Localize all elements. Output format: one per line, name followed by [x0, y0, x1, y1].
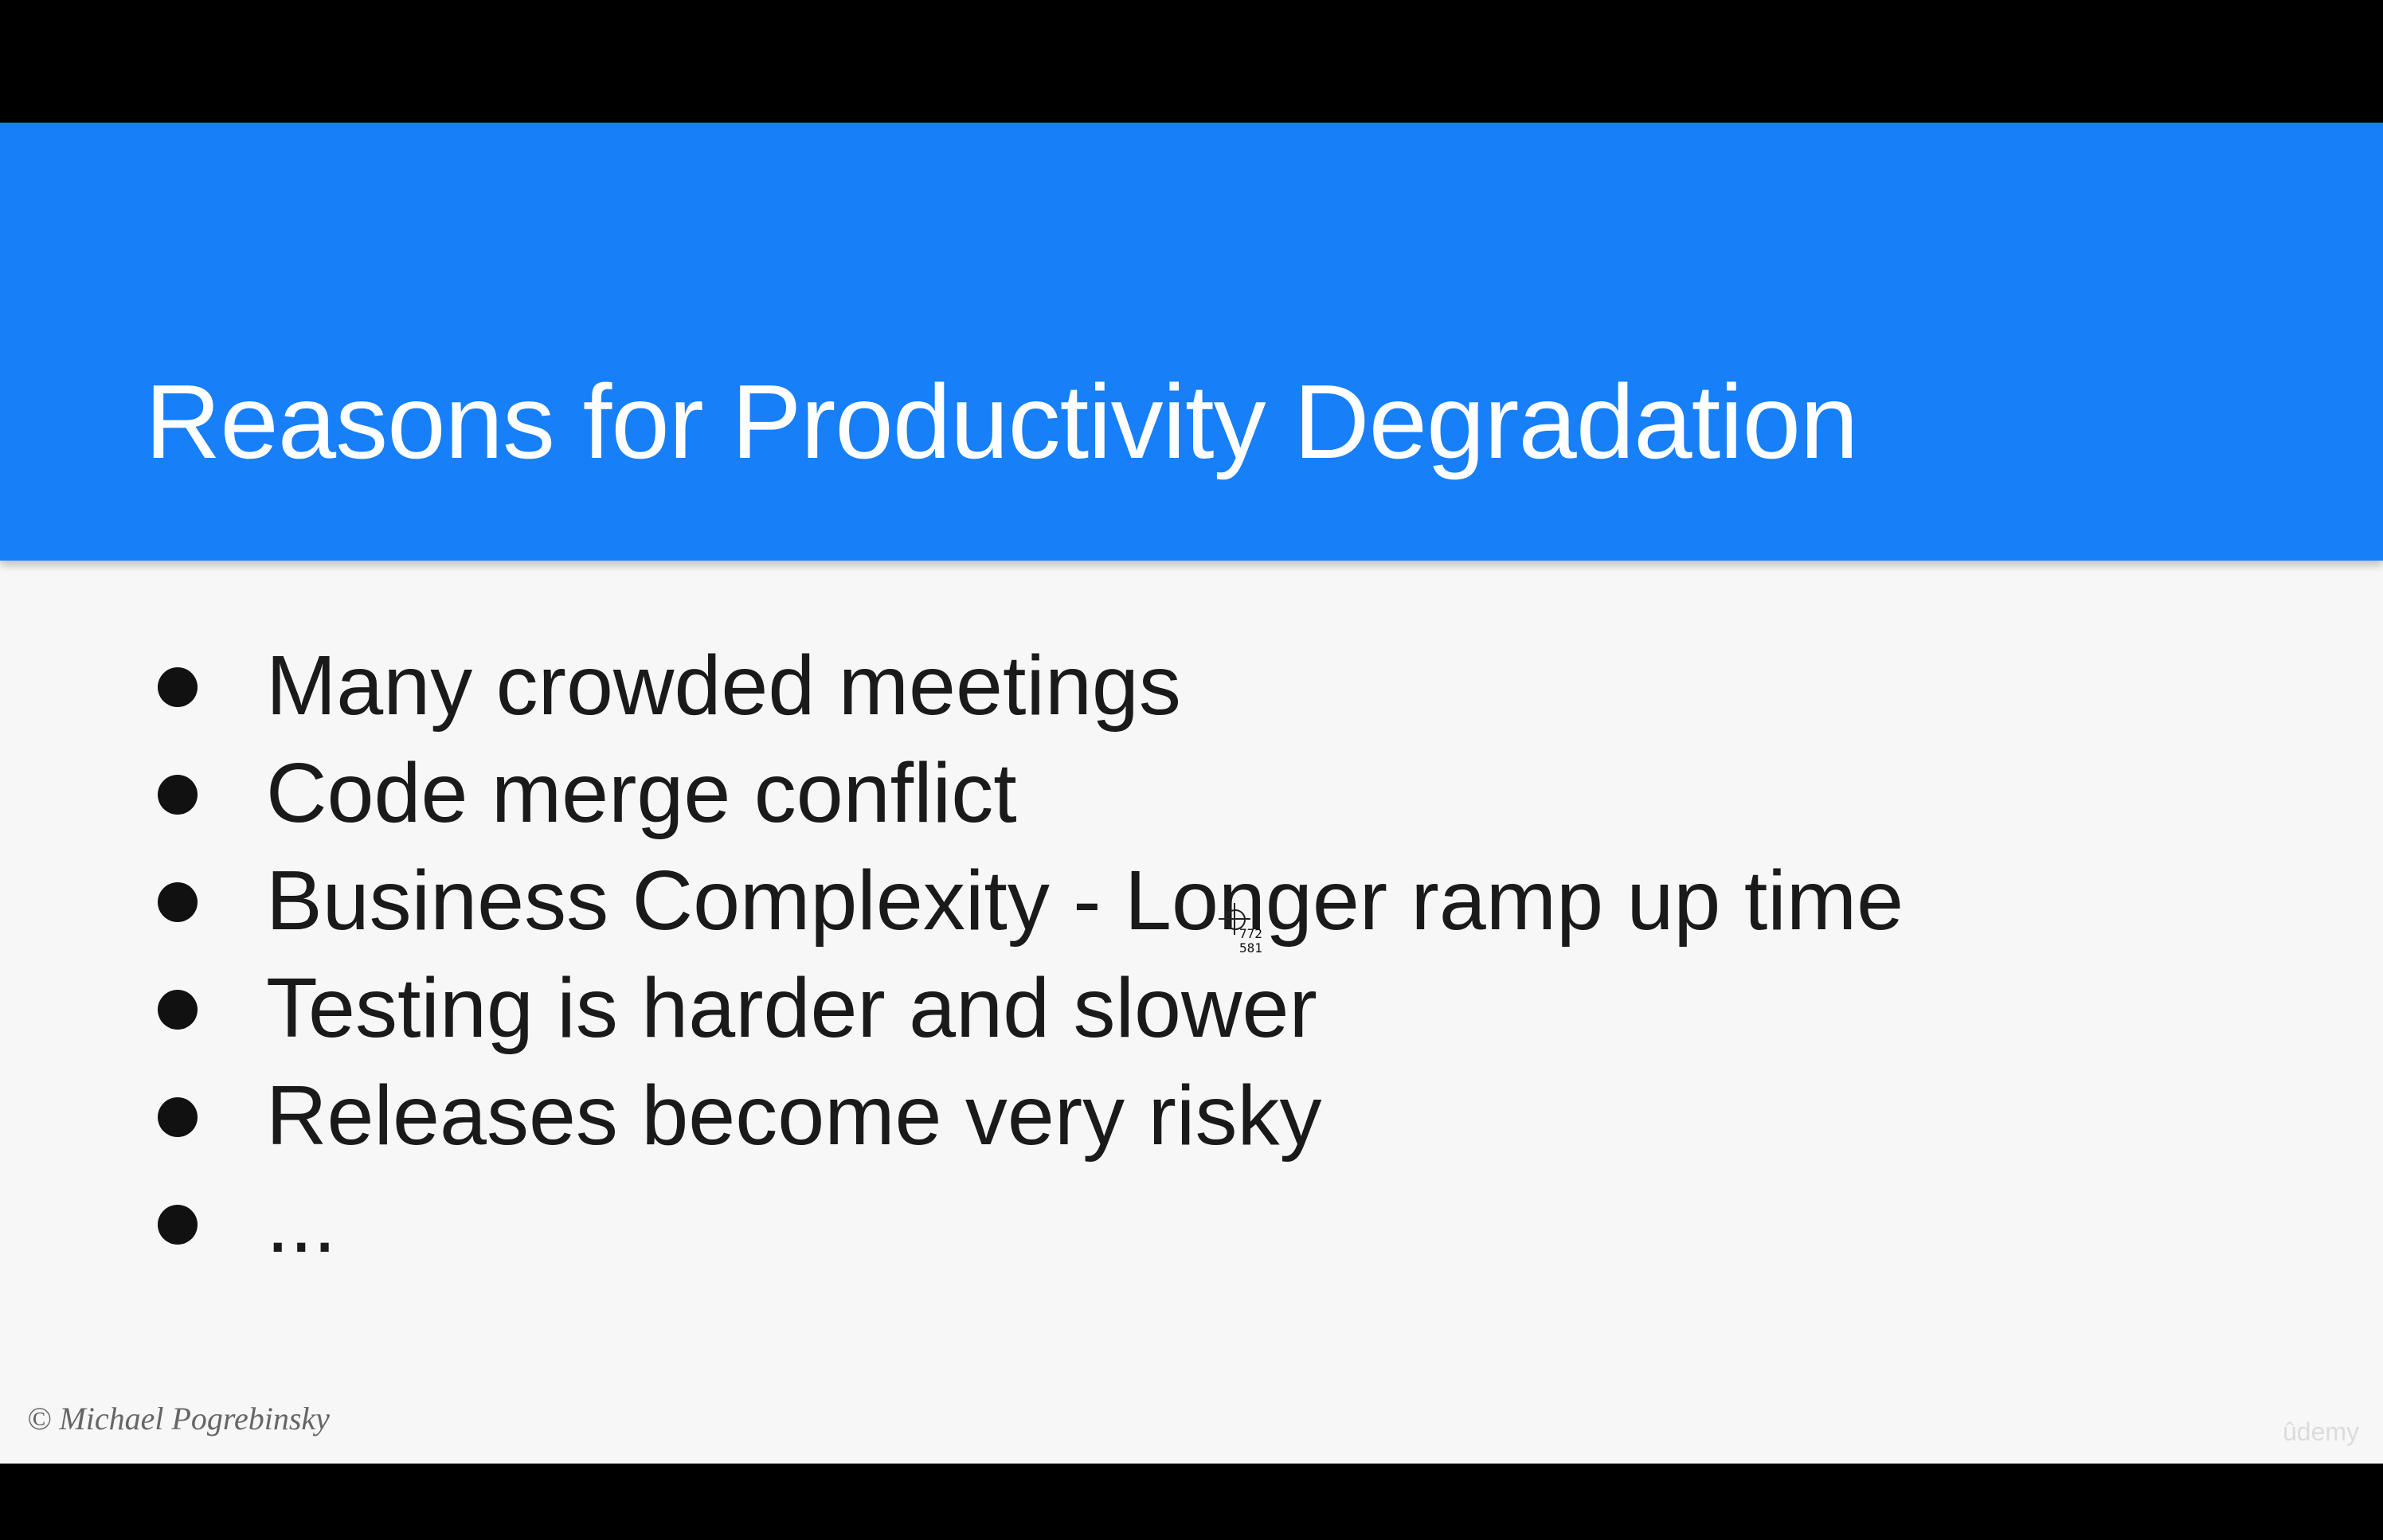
bullet-dot-icon — [158, 990, 198, 1030]
cursor-coordinates: 772 581 — [1239, 927, 1262, 956]
copyright-notice: © Michael Pogrebinsky — [27, 1401, 330, 1436]
bullet-text: Testing is harder and slower — [266, 961, 1317, 1055]
bullet-item: Releases become very risky — [0, 1062, 2150, 1170]
bullet-dot-icon — [158, 1205, 198, 1245]
bullet-text: Business Complexity - Longer ramp up tim… — [266, 854, 1904, 948]
bullet-text: Many crowded meetings — [266, 639, 1181, 733]
bullet-dot-icon — [158, 882, 198, 922]
bullet-item: Code merge conflict — [0, 740, 2150, 847]
udemy-watermark: ûdemy — [2283, 1417, 2360, 1446]
bullet-dot-icon — [158, 1097, 198, 1137]
cursor-y-readout: 581 — [1239, 940, 1262, 956]
bullet-text: Releases become very risky — [266, 1069, 1322, 1163]
cursor-x-readout: 772 — [1239, 926, 1262, 941]
bullet-text: Code merge conflict — [266, 746, 1017, 840]
title-bar: Reasons for Productivity Degradation — [0, 123, 2383, 561]
bullet-dot-icon — [158, 667, 198, 707]
bullet-text: ... — [266, 1176, 337, 1270]
slide-title: Reasons for Productivity Degradation — [145, 363, 1858, 480]
crosshair-cursor-icon — [1219, 903, 1250, 935]
bullet-item: Many crowded meetings — [0, 632, 2150, 740]
bullet-list: Many crowded meetings Code merge conflic… — [0, 632, 2150, 1277]
bullet-item: ... — [0, 1170, 2150, 1277]
slide: Reasons for Productivity Degradation Man… — [0, 123, 2383, 1464]
bullet-dot-icon — [158, 775, 198, 815]
bullet-item: Business Complexity - Longer ramp up tim… — [0, 847, 2150, 955]
bullet-item: Testing is harder and slower — [0, 955, 2150, 1062]
